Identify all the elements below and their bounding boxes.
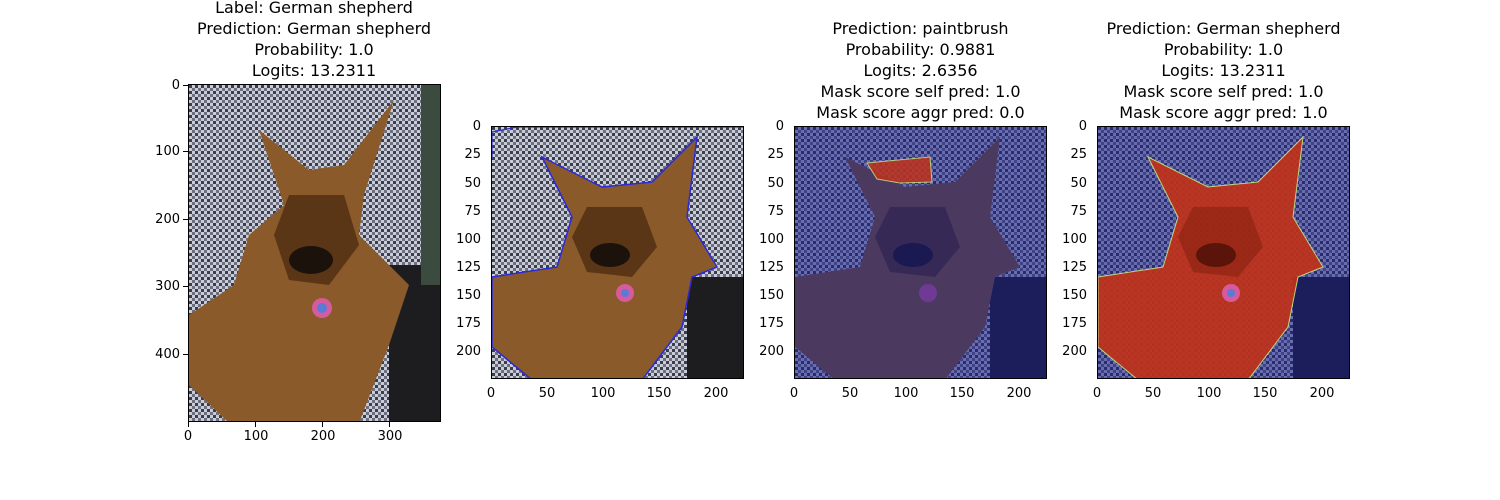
x-tick-label: 50 <box>1144 386 1162 401</box>
title-line: Probability: 1.0 <box>1163 40 1284 59</box>
title-line: Mask score aggr pred: 1.0 <box>1119 103 1328 122</box>
dog-photo-outlined <box>492 127 743 378</box>
y-tick-label: 100 <box>155 144 180 159</box>
dog-photo-original <box>189 85 440 421</box>
x-tick-label: 0 <box>1092 386 1102 401</box>
panel-3-image-axes <box>794 126 1047 379</box>
y-tick-label: 200 <box>155 212 180 227</box>
y-tick-label: 75 <box>464 204 481 219</box>
title-line: Logits: 13.2311 <box>251 61 377 80</box>
panel-2-image-axes <box>491 126 744 379</box>
y-tick-label: 125 <box>456 260 481 275</box>
dog-photo-shepherd-mask <box>1098 127 1349 378</box>
y-tick-label: 125 <box>759 260 784 275</box>
x-tick-label: 150 <box>949 386 975 401</box>
mask-outline <box>492 134 719 378</box>
title-line: Prediction: paintbrush <box>832 19 1009 38</box>
y-tick-label: 25 <box>767 147 784 162</box>
x-tick-label: 50 <box>841 386 859 401</box>
y-tick-label: 0 <box>171 78 180 93</box>
title-line: Prediction: German shepherd <box>1106 19 1341 38</box>
x-tick-label: 100 <box>243 429 269 444</box>
y-tick-label: 200 <box>1062 344 1087 359</box>
y-tick-label: 50 <box>1070 176 1087 191</box>
y-tick-label: 200 <box>456 344 481 359</box>
panel-4-title: Prediction: German shepherd Probability:… <box>1097 18 1350 123</box>
title-line: Mask score self pred: 1.0 <box>820 82 1021 101</box>
x-tick-label: 200 <box>310 429 336 444</box>
title-line: Mask score self pred: 1.0 <box>1123 82 1324 101</box>
x-tick-label: 200 <box>1006 386 1032 401</box>
title-line: Probability: 1.0 <box>254 40 374 59</box>
panel-1-title: Label: German shepherd Prediction: Germa… <box>188 0 440 81</box>
y-tick-label: 150 <box>1062 288 1087 303</box>
title-line: Logits: 13.2311 <box>1161 61 1286 80</box>
y-tick-label: 175 <box>759 316 784 331</box>
panel-1-image-axes <box>188 84 441 422</box>
title-line: Prediction: German shepherd <box>196 19 432 38</box>
title-line: Probability: 0.9881 <box>845 40 996 59</box>
y-tick-label: 150 <box>759 288 784 303</box>
x-tick-label: 0 <box>183 429 193 444</box>
y-tick-label: 175 <box>1062 316 1087 331</box>
y-tick-label: 300 <box>155 279 180 294</box>
y-tick-label: 150 <box>456 288 481 303</box>
y-tick-label: 175 <box>456 316 481 331</box>
y-tick-label: 50 <box>464 176 481 191</box>
x-tick-label: 100 <box>1196 386 1222 401</box>
x-tick-label: 150 <box>646 386 672 401</box>
x-tick-label: 0 <box>486 386 496 401</box>
panel-4-image-axes <box>1097 126 1350 379</box>
y-tick-label: 75 <box>767 204 784 219</box>
x-tick-label: 0 <box>789 386 799 401</box>
y-tick-label: 100 <box>759 232 784 247</box>
x-tick-label: 300 <box>377 429 403 444</box>
y-tick-label: 100 <box>456 232 481 247</box>
x-tick-label: 100 <box>893 386 919 401</box>
title-line: Logits: 2.6356 <box>863 61 978 80</box>
x-tick-label: 50 <box>538 386 556 401</box>
x-tick-label: 200 <box>703 386 729 401</box>
y-tick-label: 25 <box>464 147 481 162</box>
y-tick-label: 100 <box>1062 232 1087 247</box>
y-tick-label: 25 <box>1070 147 1087 162</box>
y-tick-label: 125 <box>1062 260 1087 275</box>
x-tick-label: 200 <box>1309 386 1335 401</box>
y-tick-label: 50 <box>767 176 784 191</box>
dog-photo-paintbrush-mask <box>795 127 1046 378</box>
y-tick-label: 0 <box>1078 119 1087 134</box>
x-tick-label: 100 <box>590 386 616 401</box>
y-tick-label: 0 <box>472 119 481 134</box>
y-tick-label: 0 <box>775 119 784 134</box>
panel-3-title: Prediction: paintbrush Probability: 0.98… <box>794 18 1047 123</box>
title-line: Mask score aggr pred: 0.0 <box>816 103 1025 122</box>
x-tick-label: 150 <box>1252 386 1278 401</box>
paintbrush-mask-region <box>866 156 933 184</box>
title-line: Label: German shepherd <box>215 0 413 17</box>
y-tick-label: 200 <box>759 344 784 359</box>
y-tick-label: 400 <box>155 347 180 362</box>
y-tick-label: 75 <box>1070 204 1087 219</box>
